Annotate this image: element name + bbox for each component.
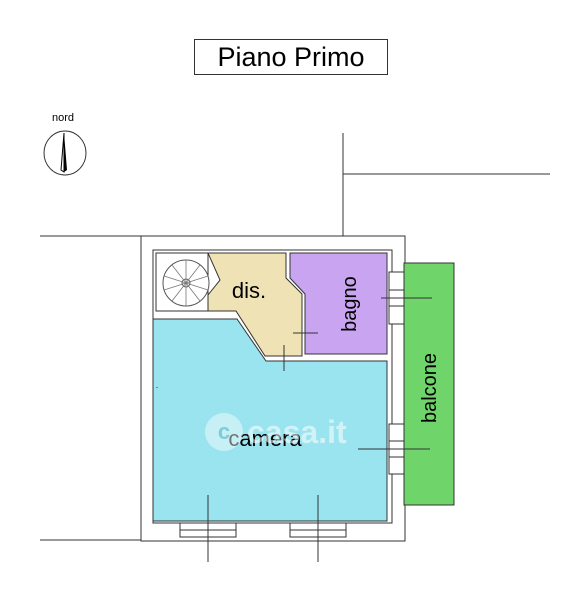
section-lines [156, 297, 432, 562]
room-dis [207, 252, 303, 357]
spiral-staircase-icon [155, 252, 210, 312]
label-dis: dis. [232, 278, 266, 303]
room-camera [152, 318, 388, 522]
room-balcone [403, 262, 455, 506]
label-camera: camera [228, 426, 302, 451]
casa-logo-icon: c [205, 413, 243, 451]
floor-title: Piano Primo [194, 39, 388, 75]
north-arrow-icon [43, 130, 87, 176]
room-bagno [289, 252, 388, 355]
watermark-text: casa.it [247, 413, 347, 450]
label-balcone: balcone [419, 353, 441, 423]
context-lines [40, 133, 550, 541]
label-bagno: bagno [339, 276, 361, 332]
watermark: c casa.it [205, 413, 347, 451]
north-label: nord [52, 112, 75, 124]
